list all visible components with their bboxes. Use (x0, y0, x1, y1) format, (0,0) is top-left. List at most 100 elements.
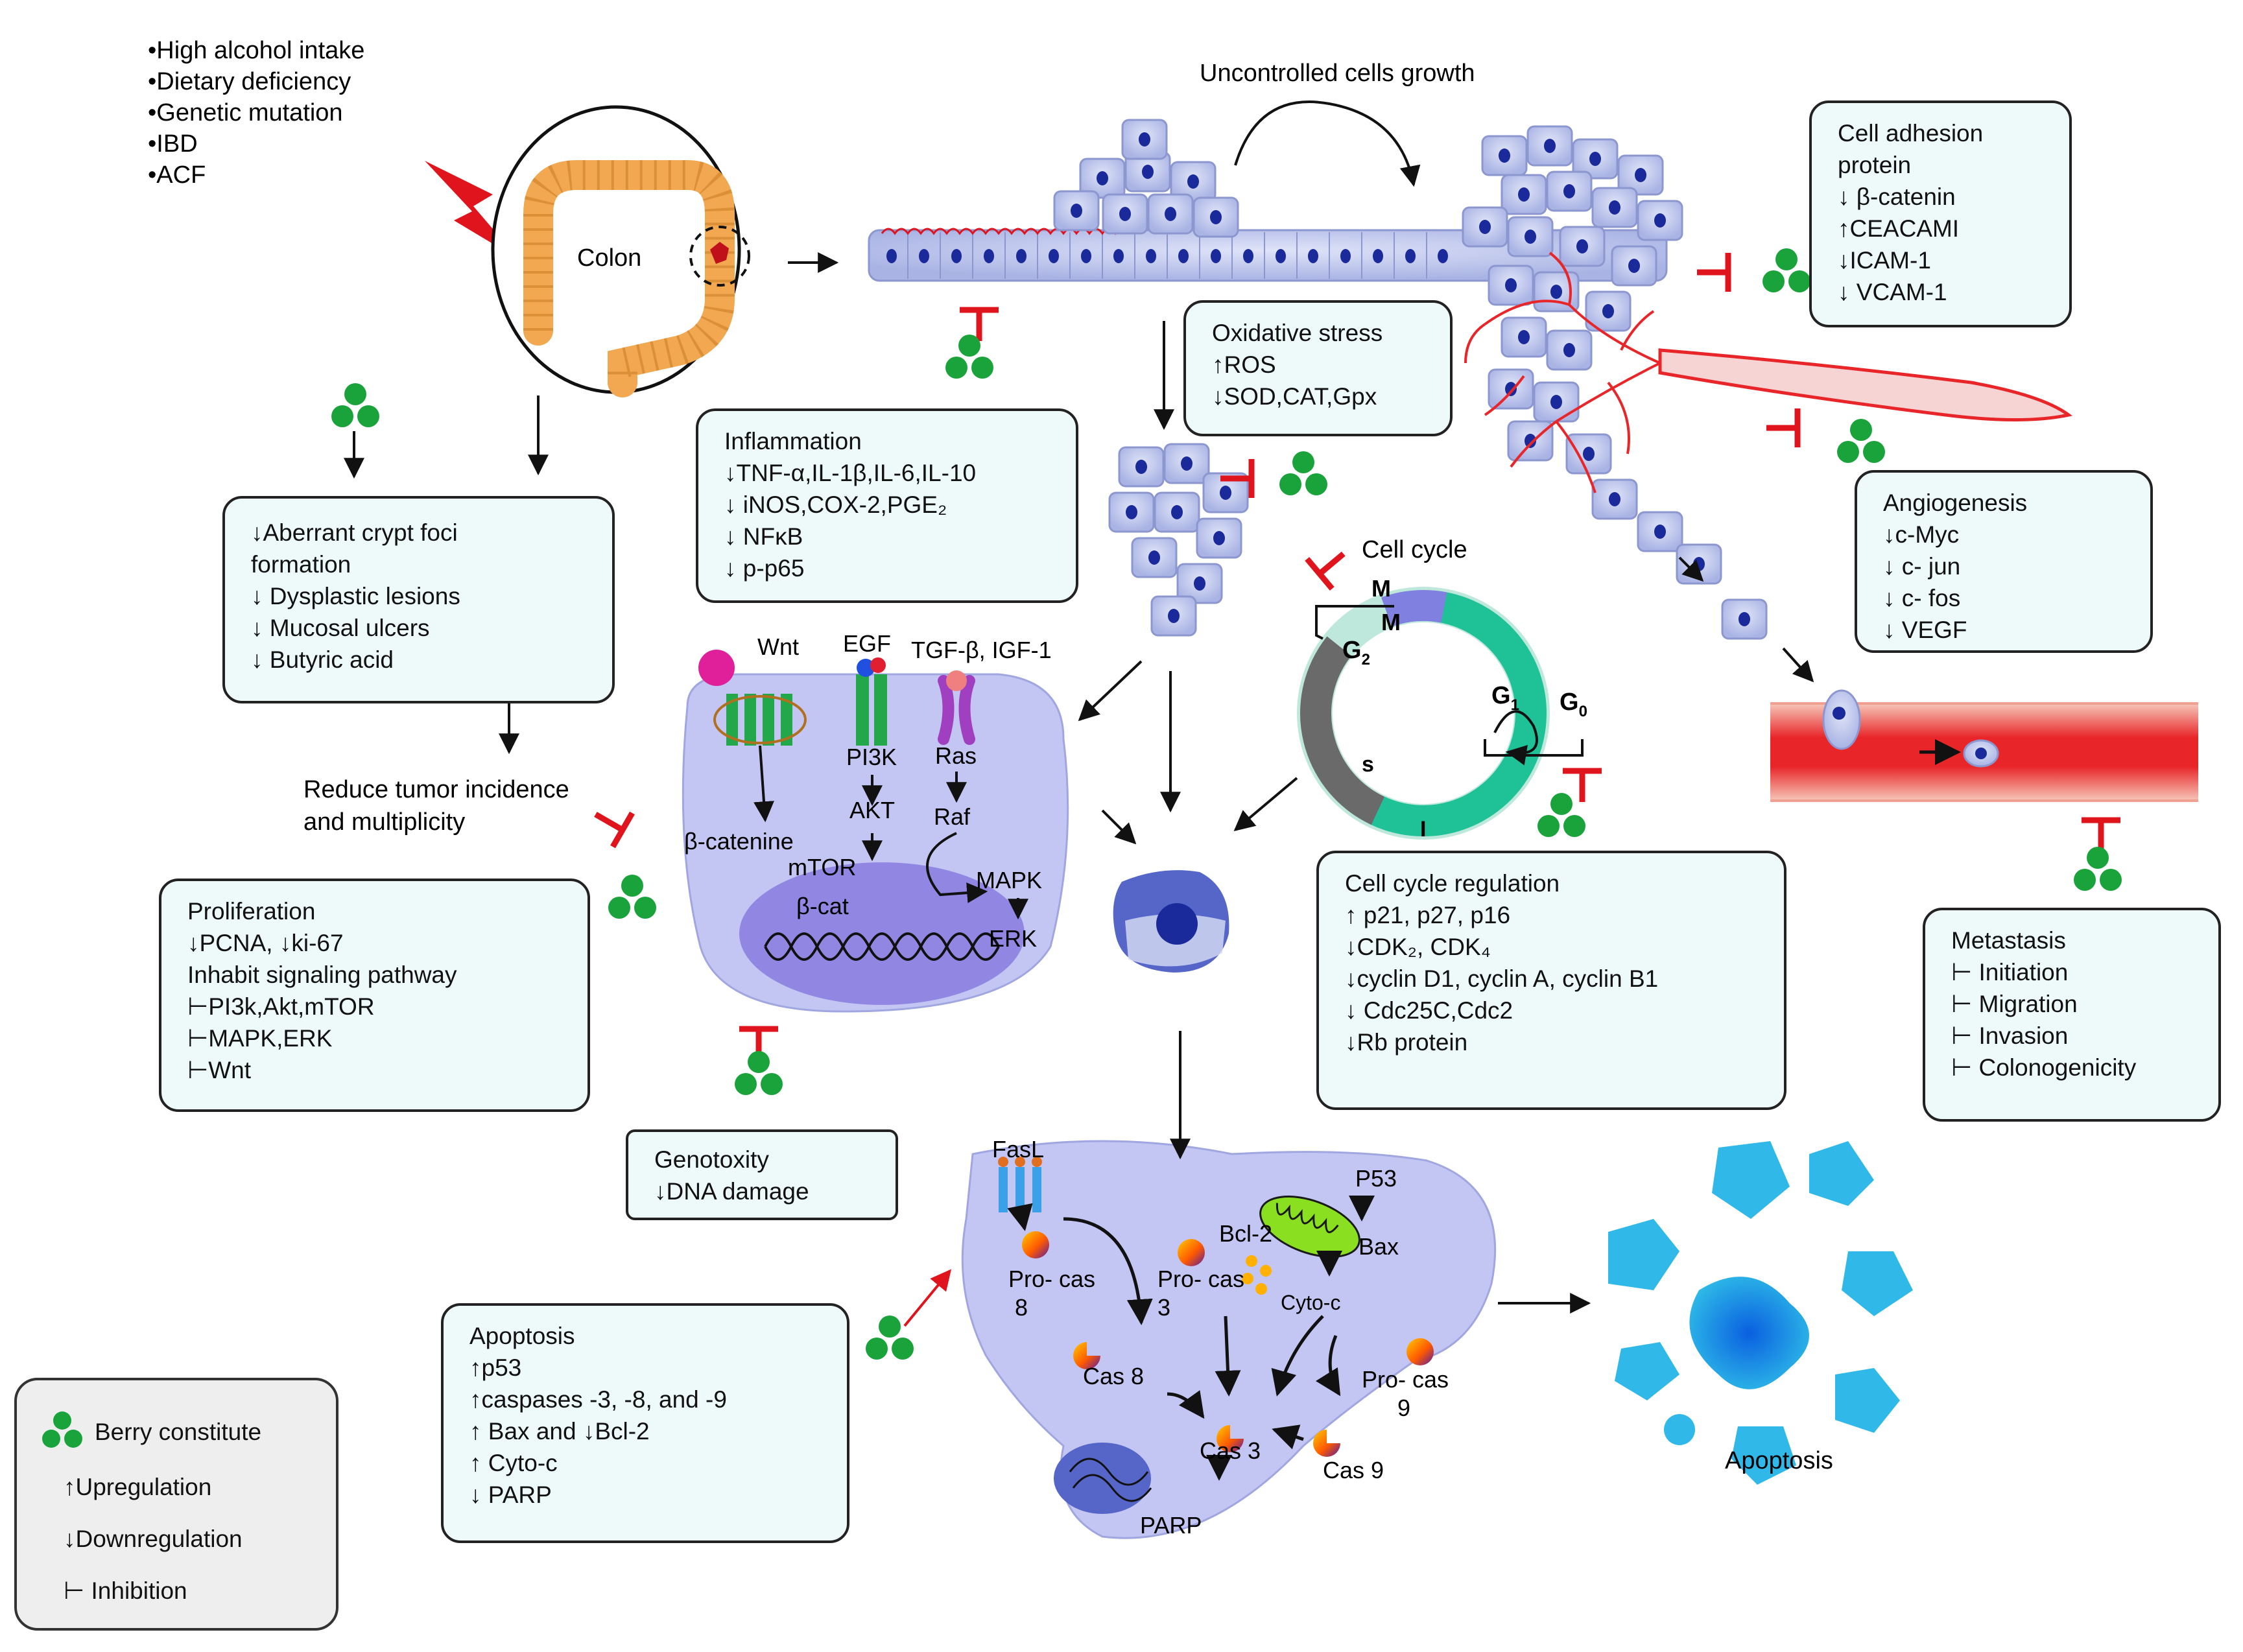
risk-factor-3: •Genetic mutation (148, 99, 343, 126)
risk-factor-4: •IBD (148, 130, 198, 158)
box-line: ↓TNF-α,IL-1β,IL-6,IL-10 (724, 460, 977, 486)
box-line: ↓ p-p65 (724, 555, 805, 582)
risk-factor-1: •High alcohol intake (148, 37, 364, 64)
inhibit-icon (2082, 820, 2120, 851)
beta-catenine-label: β-catenine (684, 828, 794, 855)
box-line: ⊢ Migration (1951, 991, 2078, 1017)
box-line: ↓ VCAM-1 (1838, 279, 1947, 305)
box-title: Cell adhesion (1838, 120, 1984, 147)
phase-g0: G0 (1560, 689, 1587, 720)
box-line: ↓ Butyric acid (251, 646, 394, 673)
box-line: ↓ Dysplastic lesions (251, 583, 460, 609)
apoptosis-box: Apoptosis ↑p53 ↑caspases -3, -8, and -9 … (441, 1303, 849, 1543)
box-line: ↓ c- jun (1883, 553, 1961, 580)
berry-icon (331, 383, 379, 427)
bax-label: Bax (1359, 1233, 1399, 1260)
colon-label: Colon (577, 244, 641, 272)
phase-g2: G2 (1342, 637, 1370, 668)
cell-adhesion-box: Cell adhesion protein ↓ β-catenin ↑CEACA… (1809, 100, 2072, 327)
tumor-cluster-small (1053, 119, 1239, 238)
detached-cell-cluster (1108, 443, 1249, 637)
parp-label: PARP (1140, 1512, 1202, 1539)
box-line: ↓ iNOS,COX-2,PGE₂ (724, 491, 947, 518)
phase-s: s (1362, 752, 1374, 777)
box-line: ↓ PARP (469, 1481, 552, 1508)
berry-icon (1537, 793, 1585, 837)
migrating-cell (1721, 598, 1768, 640)
cas9-label: Cas 9 (1323, 1457, 1384, 1483)
legend-downregulation: ↓Downregulation (64, 1526, 243, 1552)
mtor-label: mTOR (788, 854, 856, 880)
box-title: Oxidative stress (1212, 320, 1383, 346)
berry-icon (1279, 451, 1327, 495)
inhibit-icon (1697, 253, 1728, 292)
box-line: ↓PCNA, ↓ki-67 (187, 930, 344, 956)
p53-label: P53 (1355, 1165, 1397, 1192)
pi3k-label: PI3K (846, 744, 897, 770)
cas8-label: Cas 8 (1083, 1363, 1144, 1389)
berry-icon (608, 875, 656, 919)
box-line: ↓Aberrant crypt foci (251, 519, 458, 546)
box-title: Proliferation (187, 898, 316, 925)
bcl2-label: Bcl-2 (1219, 1220, 1272, 1247)
box-title: Metastasis (1951, 927, 2066, 954)
box-line: ⊢MAPK,ERK (187, 1025, 333, 1052)
box-title: Inflammation (724, 428, 862, 454)
mapk-label: MAPK (976, 867, 1042, 893)
apoptosis-cells-label: Apoptosis (1725, 1447, 1833, 1474)
box-line: ↓cyclin D1, cyclin A, cyclin B1 (1345, 965, 1659, 992)
box-line: ⊢ Invasion (1951, 1022, 2069, 1049)
box-line: ↓ β-catenin (1838, 183, 1956, 210)
inhibit-icon (1307, 539, 1356, 589)
proliferation-box: Proliferation ↓PCNA, ↓ki-67 Inhabit sign… (159, 879, 590, 1112)
box-line: ↑CEACAMI (1838, 215, 1960, 242)
oxidative-stress-box: Oxidative stress ↑ROS ↓SOD,CAT,Gpx (1183, 300, 1453, 436)
colon-illustration: Colon (491, 105, 750, 397)
box-line: ⊢PI3k,Akt,mTOR (187, 993, 375, 1020)
wnt-label: Wnt (757, 633, 799, 660)
box-line: ↓ c- fos (1883, 585, 1961, 611)
box-line: ↑ Cyto-c (469, 1450, 558, 1476)
berry-icon (945, 335, 993, 379)
signaling-cell: Wnt EGF TGF-β, IGF-1 PI3K Ras AKT Raf mT… (682, 630, 1069, 1013)
tgf-label: TGF-β, IGF-1 (911, 637, 1052, 663)
phase-i: I (1420, 817, 1426, 842)
beta-cat-label: β-cat (796, 893, 849, 919)
box-line: ↑ROS (1212, 351, 1276, 378)
akt-label: AKT (849, 797, 895, 823)
box-line: ↓Rb protein (1345, 1029, 1468, 1056)
cell-cycle-title: Cell cycle (1362, 536, 1467, 563)
box-title: protein (1838, 152, 1912, 178)
damaged-cell (1113, 870, 1229, 973)
box-title: Angiogenesis (1883, 490, 2028, 516)
risk-factor-5: •ACF (148, 161, 206, 189)
uncontrolled-growth-label: Uncontrolled cells growth (1200, 60, 1475, 87)
cell-cycle-regulation-box: Cell cycle regulation ↑ p21, p27, p16 ↓C… (1316, 851, 1786, 1110)
box-line: ↓CDK₂, CDK₄ (1345, 934, 1491, 960)
box-line: ↑ Bax and ↓Bcl-2 (469, 1418, 650, 1445)
blood-vessel-network (1464, 252, 2072, 493)
berry-icon (1837, 419, 1885, 463)
metastatic-blood-vessel (1770, 689, 2198, 802)
phase-g1: G1 (1491, 682, 1519, 714)
legend-inhibition: ⊢ Inhibition (64, 1577, 187, 1604)
box-line: ↓ Cdc25C,Cdc2 (1345, 997, 1513, 1024)
legend: Berry constitute ↑Upregulation ↓Downregu… (14, 1378, 338, 1631)
flow-arrows (344, 100, 1814, 1314)
inflammation-box: Inflammation ↓TNF-α,IL-1β,IL-6,IL-10 ↓ i… (696, 408, 1078, 603)
raf-label: Raf (934, 803, 971, 830)
berry-icon (2074, 847, 2122, 891)
box-line: ↓DNA damage (654, 1178, 809, 1205)
cell-cycle-wheel: Cell cycle M M G2 G1 G0 s I (1297, 536, 1587, 842)
angiogenesis-box: Angiogenesis ↓c-Myc ↓ c- jun ↓ c- fos ↓ … (1855, 470, 2153, 653)
box-line: ↓ VEGF (1883, 617, 1967, 643)
reduce-tumor-line-2: and multiplicity (303, 808, 465, 836)
inhibit-icon (586, 797, 632, 847)
phase-m-outer: M (1371, 575, 1391, 602)
reduce-tumor-line-1: Reduce tumor incidence (303, 776, 569, 803)
risk-factors: •High alcohol intake •Dietary deficiency… (148, 37, 364, 189)
